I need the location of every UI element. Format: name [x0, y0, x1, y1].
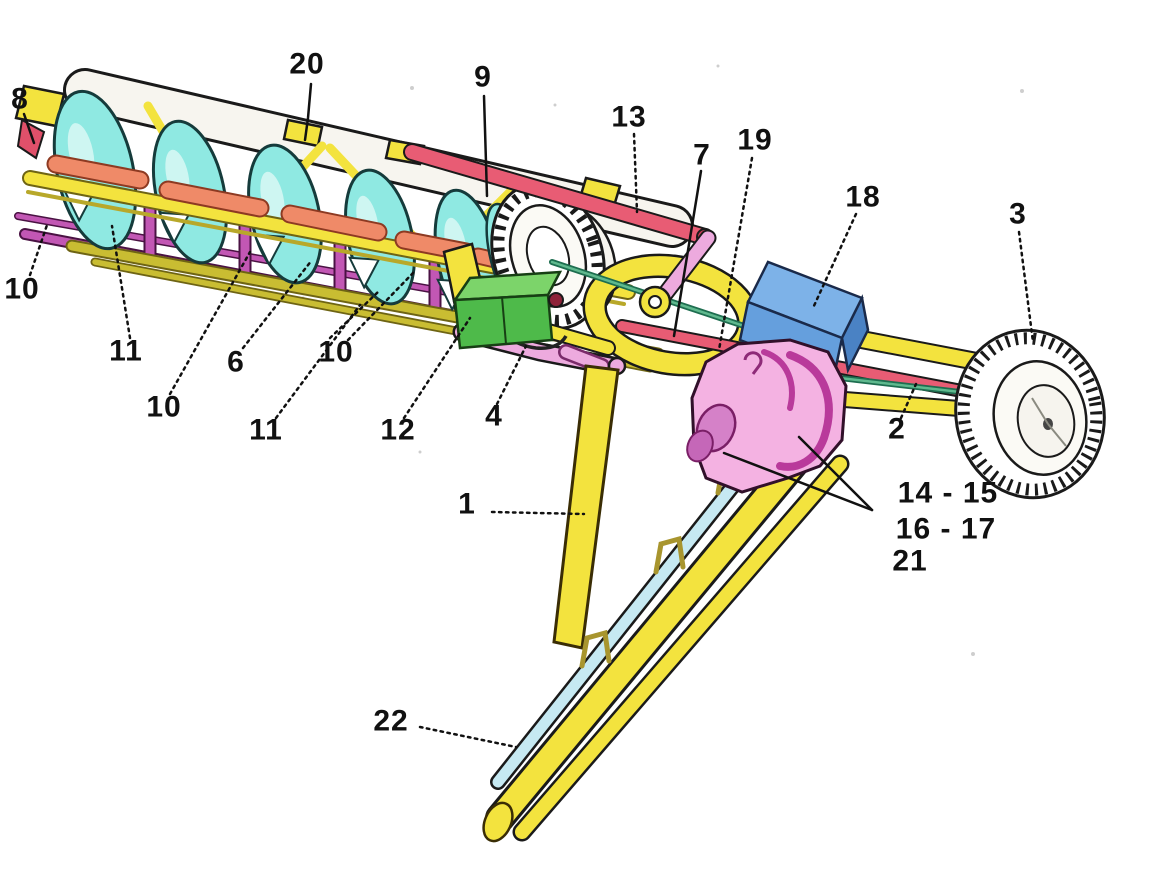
leader-line	[274, 303, 362, 420]
leader-line	[22, 112, 36, 145]
part-label-2: 2	[888, 413, 906, 446]
tire-treads	[957, 332, 1103, 496]
hitch-rod	[492, 441, 770, 788]
part-label-4: 4	[485, 400, 503, 433]
part-label-10: 10	[4, 273, 39, 306]
leader-line	[402, 316, 472, 420]
leader-line	[899, 382, 918, 420]
engine	[686, 338, 848, 494]
leader-line	[722, 451, 874, 512]
leader-line	[110, 224, 132, 340]
part-label-13: 13	[611, 101, 646, 134]
leader-line	[717, 156, 754, 352]
part-label-12: 12	[380, 414, 415, 447]
leader-line	[303, 82, 313, 142]
part-label-11: 11	[109, 335, 143, 368]
part-label-20: 20	[289, 48, 324, 81]
part-label-10: 10	[146, 391, 181, 424]
part-label-10: 10	[318, 336, 353, 369]
leader-line	[1017, 230, 1035, 344]
part-label-14-15: 14 - 15	[898, 477, 998, 510]
drawbar-beam-2	[515, 457, 847, 839]
leader-line	[672, 169, 703, 338]
frame-leg	[552, 364, 620, 650]
leader-line	[241, 258, 314, 350]
part-label-21: 21	[892, 545, 927, 578]
leader-line	[418, 725, 518, 749]
leader-line	[797, 435, 874, 512]
part-label-7: 7	[693, 139, 711, 172]
leader-line	[346, 270, 416, 342]
gearbox-box	[452, 270, 563, 350]
part-label-16-17: 16 - 17	[896, 513, 996, 546]
drawbar-foot	[482, 801, 514, 843]
drawbar-assembly	[482, 364, 850, 843]
engine-detail	[743, 351, 763, 375]
part-label-3: 3	[1009, 198, 1027, 231]
part-label-1: 1	[458, 488, 476, 521]
leader-line	[328, 290, 380, 340]
transport-wheel	[954, 328, 1106, 500]
leader-line	[490, 510, 586, 516]
leader-line	[168, 250, 252, 396]
part-label-19: 19	[737, 124, 772, 157]
leader-line	[811, 212, 858, 310]
gearbox-knob	[548, 292, 564, 308]
part-label-8: 8	[11, 83, 29, 116]
engine-body	[690, 338, 848, 494]
part-label-22: 22	[373, 705, 408, 738]
leader-line	[28, 220, 50, 277]
part-label-9: 9	[474, 61, 492, 94]
gearbox	[452, 270, 568, 350]
drawbar-beam	[488, 430, 824, 830]
engine-pipe	[776, 351, 833, 471]
part-label-11: 11	[249, 414, 283, 447]
leader-line	[482, 94, 489, 198]
long-red-rod	[405, 145, 712, 244]
disc-scraper	[16, 118, 46, 160]
part-label-18: 18	[845, 181, 880, 214]
leader-line	[632, 132, 639, 214]
part-label-6: 6	[227, 346, 245, 379]
